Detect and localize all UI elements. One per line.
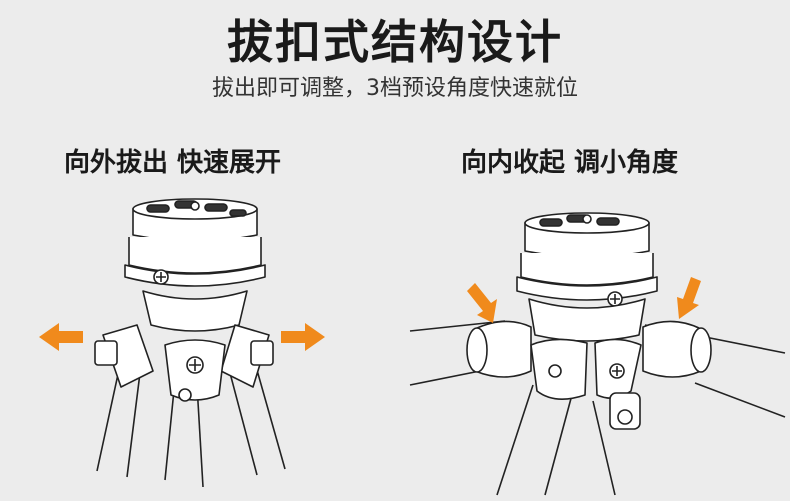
right-panel-caption: 向内收起 调小角度 [461,148,679,178]
tripod-folded-illustration [405,195,790,501]
arrow-outward [39,323,325,351]
page-title: 拔扣式结构设计 [227,15,563,69]
arrow-inward [467,277,701,323]
tripod-spread-illustration [25,195,370,501]
page-subtitle: 拔出即可调整，3档预设角度快速就位 [212,76,578,101]
left-panel-caption: 向外拔出 快速展开 [64,148,282,178]
